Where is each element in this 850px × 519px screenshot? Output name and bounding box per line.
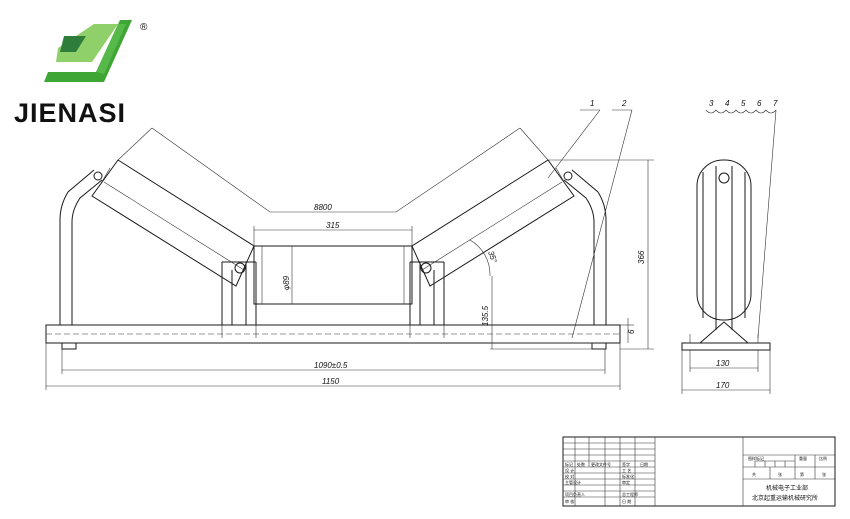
- rev-header-mark: 标记: [565, 461, 573, 467]
- left-roller: [91, 159, 255, 287]
- title-block: 标记 处数 更改文件号 签字 日期 设 计 工 艺 校 对 标准化 主管设计 审…: [562, 436, 836, 507]
- role-date: 日 期: [622, 498, 631, 504]
- role-lead-design: 主管设计: [565, 479, 581, 485]
- brand-logo: ® JIENASI: [14, 20, 148, 128]
- org-line-2: 北京起重运输机械研究所: [752, 494, 818, 502]
- front-view: 8800 315 φ89 35° 135.5 366 6 1090±0.5: [45, 99, 654, 390]
- callout-2: 2: [621, 99, 627, 108]
- dim-height-total: 366: [637, 250, 646, 264]
- dim-roller-diameter: φ89: [282, 275, 291, 290]
- callout-7: 7: [773, 99, 778, 108]
- callout-3: 3: [709, 99, 714, 108]
- callout-6: 6: [757, 99, 762, 108]
- dim-side-inner: 130: [716, 359, 730, 368]
- dim-trough-angle: 35°: [486, 250, 499, 265]
- dim-base-thickness: 6: [627, 329, 636, 334]
- role-process: 工 艺: [622, 468, 631, 473]
- dim-height-center: 135.5: [481, 305, 490, 326]
- role-design: 设 计: [565, 467, 574, 473]
- registered-mark: ®: [140, 22, 148, 33]
- role-standard: 标准化: [622, 473, 634, 479]
- sheet-index-unit: 张: [822, 471, 826, 477]
- side-bracket: [698, 321, 750, 344]
- side-roller: [696, 159, 752, 321]
- frame-right: [571, 169, 607, 325]
- stage-label-weight: 重量: [799, 455, 807, 461]
- rev-header-sign: 签字: [622, 461, 630, 467]
- right-roller: [411, 159, 575, 287]
- callout-4: 4: [725, 99, 730, 108]
- sheet-index-label: 第: [800, 471, 804, 477]
- dim-mount-spacing: 1090±0.5: [314, 361, 348, 370]
- side-view: 3 4 5 6 7 130 170: [681, 99, 778, 394]
- role-approve: 审定: [622, 479, 630, 485]
- logo-mark-shadow: [60, 36, 86, 52]
- logo-mark-light: [56, 24, 118, 62]
- role-chief-engineer: 总工程师: [622, 491, 638, 497]
- dim-side-outer: 170: [716, 381, 730, 390]
- role-review: 审 核: [565, 498, 574, 504]
- bracket-right: [409, 261, 445, 338]
- brand-name: JIENASI: [14, 98, 126, 128]
- sheet-total-label: 共: [752, 471, 756, 477]
- org-line-1: 机械电子工业部: [766, 484, 808, 492]
- frame-left: [59, 169, 95, 325]
- role-check: 校 对: [565, 473, 574, 479]
- dim-roller-length: 8800: [314, 203, 332, 212]
- bracket-left: [221, 261, 257, 338]
- logo-mark-stroke-2: [96, 24, 126, 74]
- dim-line-8800: [151, 127, 521, 213]
- revision-grid: [563, 437, 656, 506]
- sheet-total-unit: 张: [778, 471, 782, 477]
- stage-label-mark: 图样标记: [748, 455, 764, 461]
- rev-header-date: 日期: [640, 461, 648, 467]
- dim-center-roller: 315: [326, 221, 340, 230]
- logo-mark-stroke: [44, 20, 132, 82]
- callout-5: 5: [741, 99, 746, 108]
- center-roller: [253, 245, 413, 305]
- role-project-lead: 项目负责人: [565, 491, 585, 497]
- side-base: [681, 342, 771, 351]
- callout-1: 1: [590, 99, 594, 108]
- stage-label-scale: 比例: [819, 455, 827, 461]
- rev-header-doc: 更改文件号: [591, 461, 611, 467]
- dim-overall-length: 1150: [322, 377, 340, 386]
- rev-header-count: 处数: [577, 461, 585, 467]
